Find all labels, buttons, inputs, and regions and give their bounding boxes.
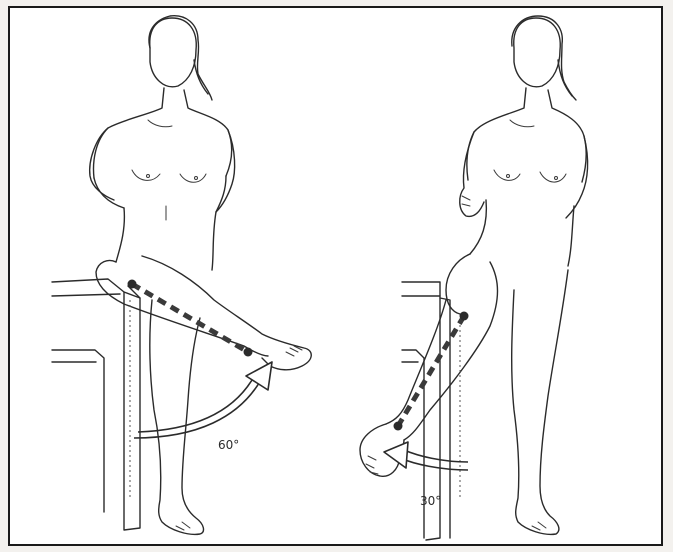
left-leg-axis [128, 280, 253, 357]
left-arms [90, 128, 235, 212]
left-angle-label: 60° [218, 438, 239, 452]
right-arc-arrow [384, 442, 468, 470]
left-standing-leg [150, 300, 204, 534]
left-figure: 60° [52, 16, 311, 535]
right-head [512, 16, 576, 100]
right-standing-leg [512, 270, 568, 534]
left-arc-arrow [134, 362, 272, 438]
right-torso [467, 88, 586, 266]
right-angle-label: 30° [420, 494, 441, 508]
right-figure: 30° [360, 16, 588, 540]
right-raised-leg [360, 254, 498, 476]
right-leg-axis [394, 312, 469, 431]
left-raised-leg [96, 256, 311, 370]
right-arms [460, 132, 588, 218]
left-table [52, 279, 140, 530]
left-head [149, 16, 212, 100]
left-torso [94, 88, 232, 270]
